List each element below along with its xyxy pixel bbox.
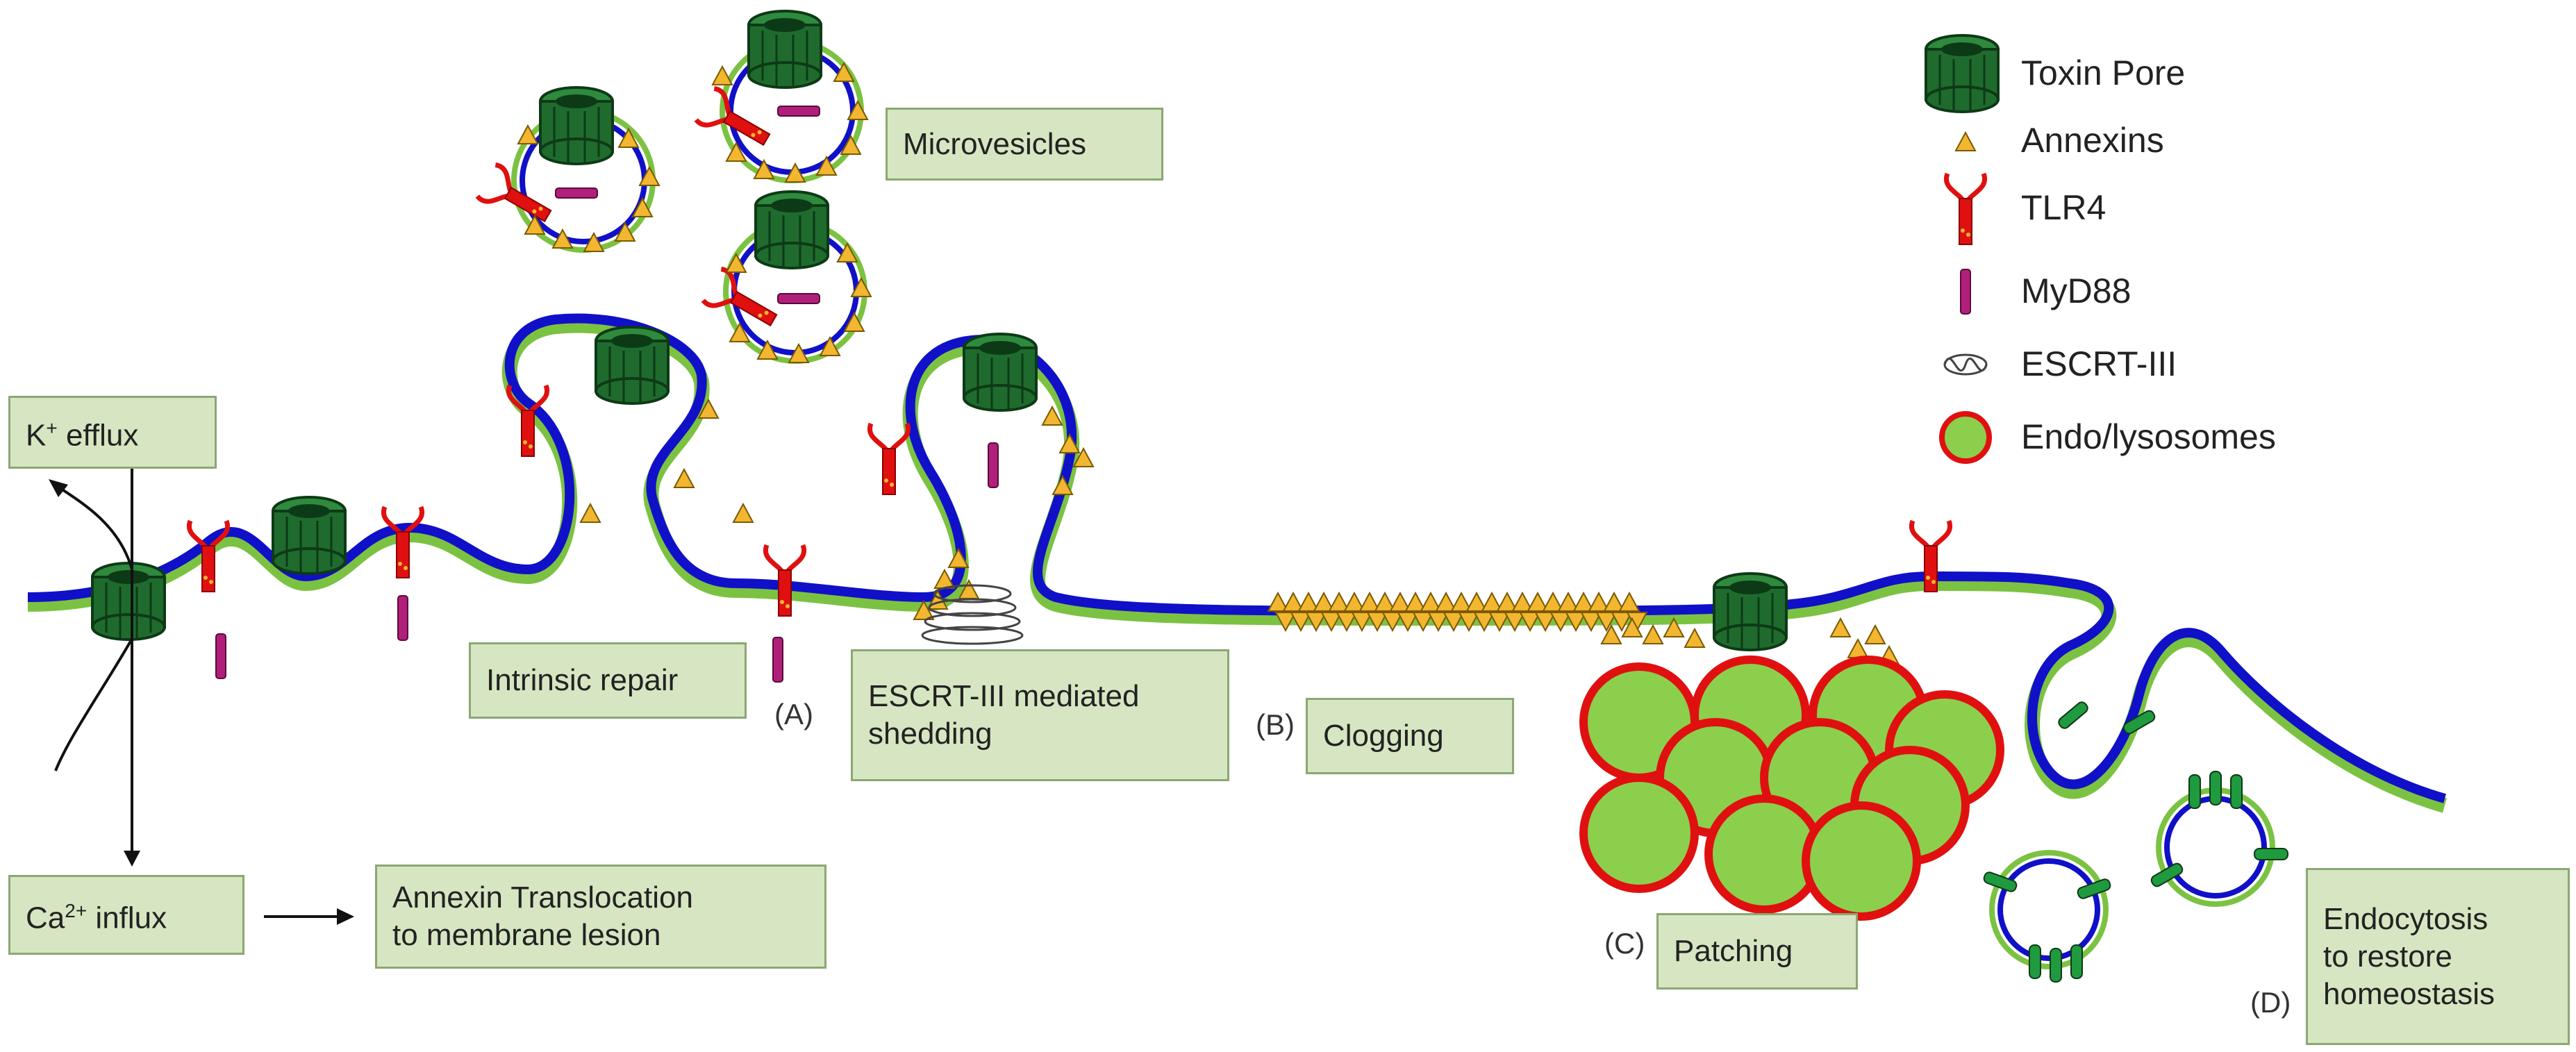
legend-myd88: MyD88: [2021, 272, 2132, 310]
box-k-efflux: K+ efflux: [8, 396, 217, 469]
plasma-membrane: [27, 313, 2448, 813]
box-ca-influx: Ca2+ influx: [8, 875, 244, 955]
label-a: (A): [774, 698, 813, 730]
toxin-pore-escrt: [963, 333, 1038, 412]
toxin-pore-bump: [272, 496, 347, 575]
endocytic-vesicle-right: [2149, 771, 2288, 907]
toxin-pore-patch: [1713, 572, 1788, 651]
toxin-pore-left: [91, 562, 166, 641]
box-clogging: Clogging: [1306, 698, 1514, 774]
box-intrinsic-repair: Intrinsic repair: [469, 642, 747, 719]
toxin-pore-intrinsic: [595, 326, 670, 405]
box-patching: Patching: [1656, 913, 1858, 990]
label-b: (B): [1256, 708, 1295, 741]
endocytic-vesicle-left: [1981, 850, 2113, 983]
ion-flux-arrows: [49, 444, 354, 925]
label-d: (D): [2250, 986, 2291, 1019]
box-endocytosis: Endocytosis to restore homeostasis: [2306, 868, 2570, 1045]
legend-tlr4: TLR4: [2021, 188, 2106, 227]
legend-toxin-pore: Toxin Pore: [2021, 53, 2186, 92]
microvesicle-1: [477, 86, 660, 253]
box-microvesicles: Microvesicles: [886, 108, 1163, 181]
legend-escrt-iii: ESCRT-III: [2021, 344, 2177, 383]
escrt-iii-coil: [921, 584, 1024, 645]
microvesicle-3: [703, 190, 872, 364]
legend-annexins: Annexins: [2021, 121, 2164, 160]
annexin-clog: [1619, 592, 1640, 612]
label-c: (C): [1604, 927, 1645, 960]
legend-icons: [1925, 34, 2000, 464]
box-escrt-shedding: ESCRT-III mediated shedding: [851, 649, 1229, 781]
microvesicle-2: [696, 10, 868, 183]
endo-lysosome-cluster: [1584, 660, 2000, 917]
box-annexin-translocation: Annexin Translocation to membrane lesion: [375, 865, 826, 969]
legend-endo-lysosomes: Endo/lysosomes: [2021, 417, 2276, 456]
